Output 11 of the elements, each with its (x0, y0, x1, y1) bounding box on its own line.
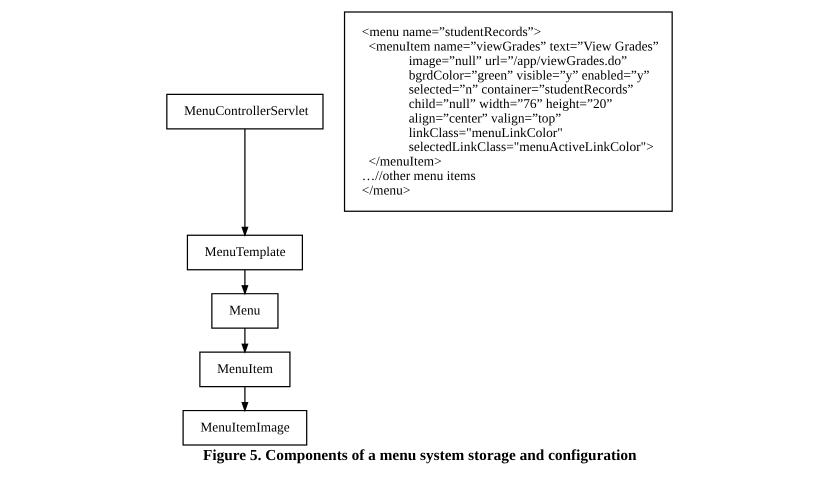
arrow (240, 386, 248, 412)
node-box: MenuControllerServlet (166, 94, 324, 130)
caption: Figure 5. Components of a menu system storage and configuration (202, 447, 636, 464)
arrow (240, 328, 248, 354)
node-box: MenuItem (198, 352, 290, 388)
arrow (240, 129, 248, 237)
node-box: MenuItemImage (182, 410, 307, 446)
node-box: <menu name=”studentRecords”> <menuItem name=”viewGrades” text=”View Grades” image=”null” url=”/app/viewGrades.do” bgrdColor=”green” visible=”y” enabled=”y” selected=”n” container=”studentRecords” child=”null” width=”76” height=”20” align=”center” valign=”top” linkClass="menuLinkColor" selectedLinkClass="menuActiveLinkColor"> </menuItem> …//other menu items </menu> (343, 11, 672, 212)
node-box: Menu (210, 293, 278, 329)
arrow (240, 270, 248, 296)
node-box: MenuTemplate (186, 234, 302, 270)
